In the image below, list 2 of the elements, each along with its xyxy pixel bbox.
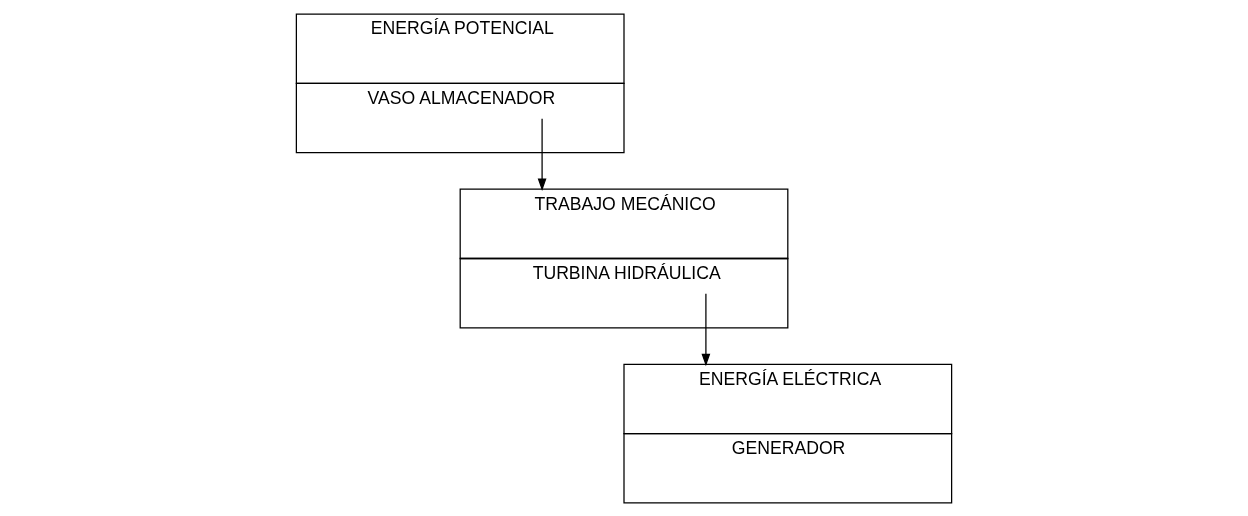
arrow: [537, 117, 547, 191]
arrow: [701, 292, 711, 366]
